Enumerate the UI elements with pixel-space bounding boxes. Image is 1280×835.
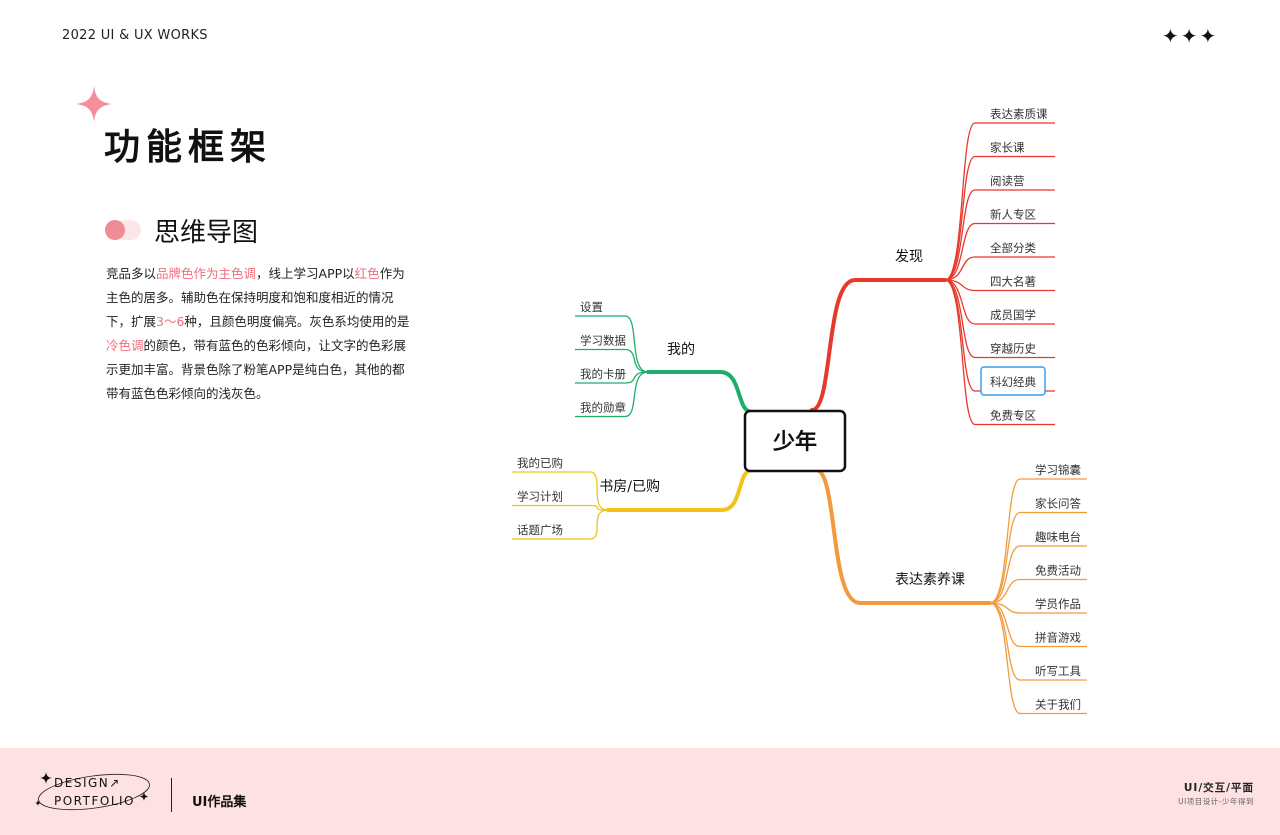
description-segment: 的颜色，带有蓝色的色彩倾向，让文字的色彩展示更加丰富。背景色除了粉笔APP是纯白… [106,338,407,401]
branch-trunk-course [814,468,992,605]
description-highlight: 品牌色作为主色调 [156,266,257,281]
child-node[interactable]: 听写工具 [1035,664,1081,678]
root-label: 少年 [772,429,817,455]
description-segment: 作为主色的居多。辅助色在保持明度和饱和度相近的情况下，扩展 [106,266,405,329]
child-node[interactable]: 学习锦囊 [1035,463,1081,477]
footer [0,748,1280,835]
child-connector [944,222,1055,281]
footer-project: UI项目设计-少年得到 [1178,797,1254,806]
child-connector [944,155,1055,281]
branch-label-discover: 发现 [895,249,923,265]
branch-discover: 发现 表达素质课家长课阅读营新人专区全部分类四大名著成员国学穿越历史科幻经典免费专… [810,107,1055,426]
branch-label-course: 表达素养课 [895,572,965,588]
child-node[interactable]: 穿越历史 [990,342,1036,356]
footer-categories: UI/交互/平面 [1183,782,1254,794]
description-text: 竞品多以品牌色作为主色调，线上学习APP以红色作为主色的居多。辅助色在保持明度和… [106,262,416,406]
child-node[interactable]: 学员作品 [1035,597,1081,611]
child-node[interactable]: 设置 [580,300,603,314]
child-connector [512,471,609,511]
description-segment: ，线上学习APP以 [256,266,355,281]
description-highlight: 3～6 [156,314,185,329]
description-segment: 竞品多以 [106,266,157,281]
portfolio-logo-icon [35,772,150,811]
three-stars-icon: ✦✦✦ [1162,24,1219,48]
child-node[interactable]: 全部分类 [990,241,1036,255]
description-highlight: 冷色调 [106,338,144,353]
child-node[interactable]: 科幻经典 [990,375,1036,389]
child-node[interactable]: 关于我们 [1035,698,1081,712]
child-node[interactable]: 拼音游戏 [1035,631,1081,645]
branch-trunk-mine [646,370,754,414]
selected-node-highlight [980,366,1046,396]
child-connector [989,478,1087,604]
child-node[interactable]: 我的已购 [517,456,563,470]
child-node[interactable]: 学习计划 [517,490,563,504]
child-connector [944,122,1055,281]
logo-line-design: DESIGN↗ [54,776,121,790]
branch-trunk-discover [810,278,947,412]
child-node[interactable]: 免费活动 [1035,564,1081,578]
child-connector [989,602,1087,648]
child-connector [944,279,1055,426]
child-connector [512,509,609,540]
child-connector [944,279,1055,325]
child-connector [575,371,649,418]
child-node[interactable]: 话题广场 [517,523,563,537]
sparkle-icon [76,86,112,122]
child-connector [989,602,1087,614]
child-node[interactable]: 趣味电台 [1035,530,1081,544]
root-node[interactable]: 少年 [743,409,847,473]
child-node[interactable]: 学习数据 [580,334,626,348]
description-highlight: 红色 [354,266,380,281]
child-node[interactable]: 四大名著 [990,275,1036,289]
child-connector [989,511,1087,604]
section-title: 思维导图 [154,218,259,248]
child-node[interactable]: 家长课 [990,141,1025,155]
toggle-icon [105,220,141,240]
child-connector [989,545,1087,604]
child-connector [575,348,649,373]
child-node[interactable]: 免费专区 [990,409,1036,423]
child-connector [575,371,649,384]
child-node[interactable]: 我的勋章 [580,401,626,415]
child-node[interactable]: 成员国学 [990,308,1036,322]
header-title: 2022 UI & UX WORKS [62,28,208,43]
footer-divider [171,778,172,812]
child-node[interactable]: 我的卡册 [580,367,626,381]
child-node[interactable]: 家长问答 [1035,497,1081,511]
child-node[interactable]: 新人专区 [990,208,1036,222]
logo-line-portfolio: PORTFOLIO [54,794,135,808]
child-connector [512,504,609,511]
description-segment: 种，且颜色明度偏亮。灰色系均使用的是 [184,314,410,329]
child-connector [944,189,1055,281]
branch-label-shelf: 书房/已购 [599,479,660,495]
child-connector [944,256,1055,281]
footer-label: UI作品集 [192,795,247,810]
child-node[interactable]: 表达素质课 [990,107,1048,121]
child-connector [575,315,649,373]
child-connector [989,578,1087,604]
child-connector [989,602,1087,715]
branch-label-mine: 我的 [667,342,695,358]
child-node[interactable]: 阅读营 [990,174,1025,188]
mindmap-diagram: 发现 表达素质课家长课阅读营新人专区全部分类四大名著成员国学穿越历史科幻经典免费专… [512,107,1087,715]
page-title: 功能框架 [104,127,273,168]
child-connector [944,279,1055,292]
